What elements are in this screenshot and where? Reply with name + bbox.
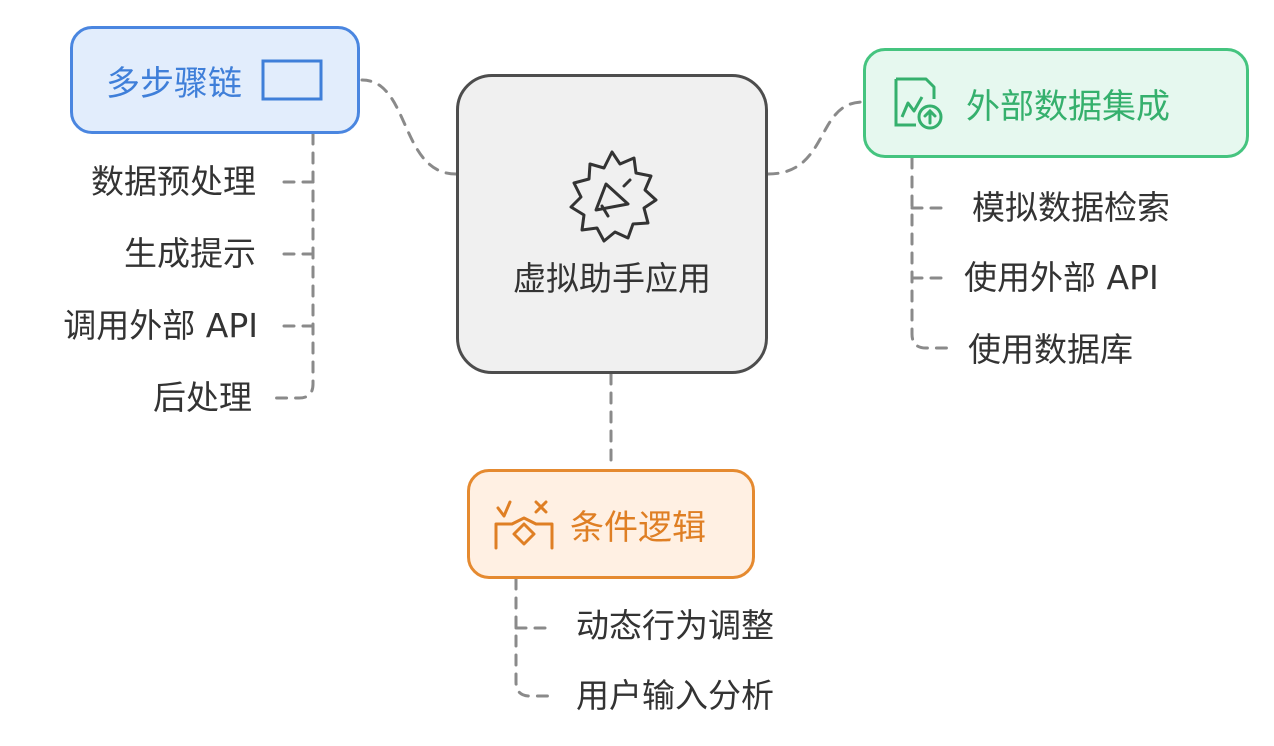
center-title: 虚拟助手应用: [513, 259, 711, 298]
list-item: 模拟数据检索: [972, 188, 1170, 227]
decision-icon: [494, 500, 554, 550]
chart-upload-icon: [894, 77, 943, 130]
branch-multi-step[interactable]: 多步骤链: [70, 26, 360, 134]
list-item: 动态行为调整: [576, 606, 774, 645]
branch-external-data[interactable]: 外部数据集成: [863, 48, 1249, 158]
branch-conditional-label: 条件逻辑: [570, 507, 706, 548]
center-node[interactable]: 虚拟助手应用: [456, 74, 768, 374]
branch-multi-step-label: 多步骤链: [106, 63, 242, 104]
list-item: 后处理: [153, 378, 252, 417]
list-item: 使用外部 API: [964, 258, 1159, 297]
megaphone-gear-icon: [569, 150, 658, 243]
list-item: 用户输入分析: [576, 676, 774, 715]
list-item: 调用外部 API: [63, 306, 258, 345]
branch-external-data-label: 外部数据集成: [966, 86, 1170, 127]
rectangle-icon: [261, 59, 323, 101]
list-item: 使用数据库: [968, 330, 1133, 369]
list-item: 数据预处理: [91, 162, 256, 201]
list-item: 生成提示: [124, 234, 256, 273]
branch-conditional[interactable]: 条件逻辑: [467, 469, 755, 579]
